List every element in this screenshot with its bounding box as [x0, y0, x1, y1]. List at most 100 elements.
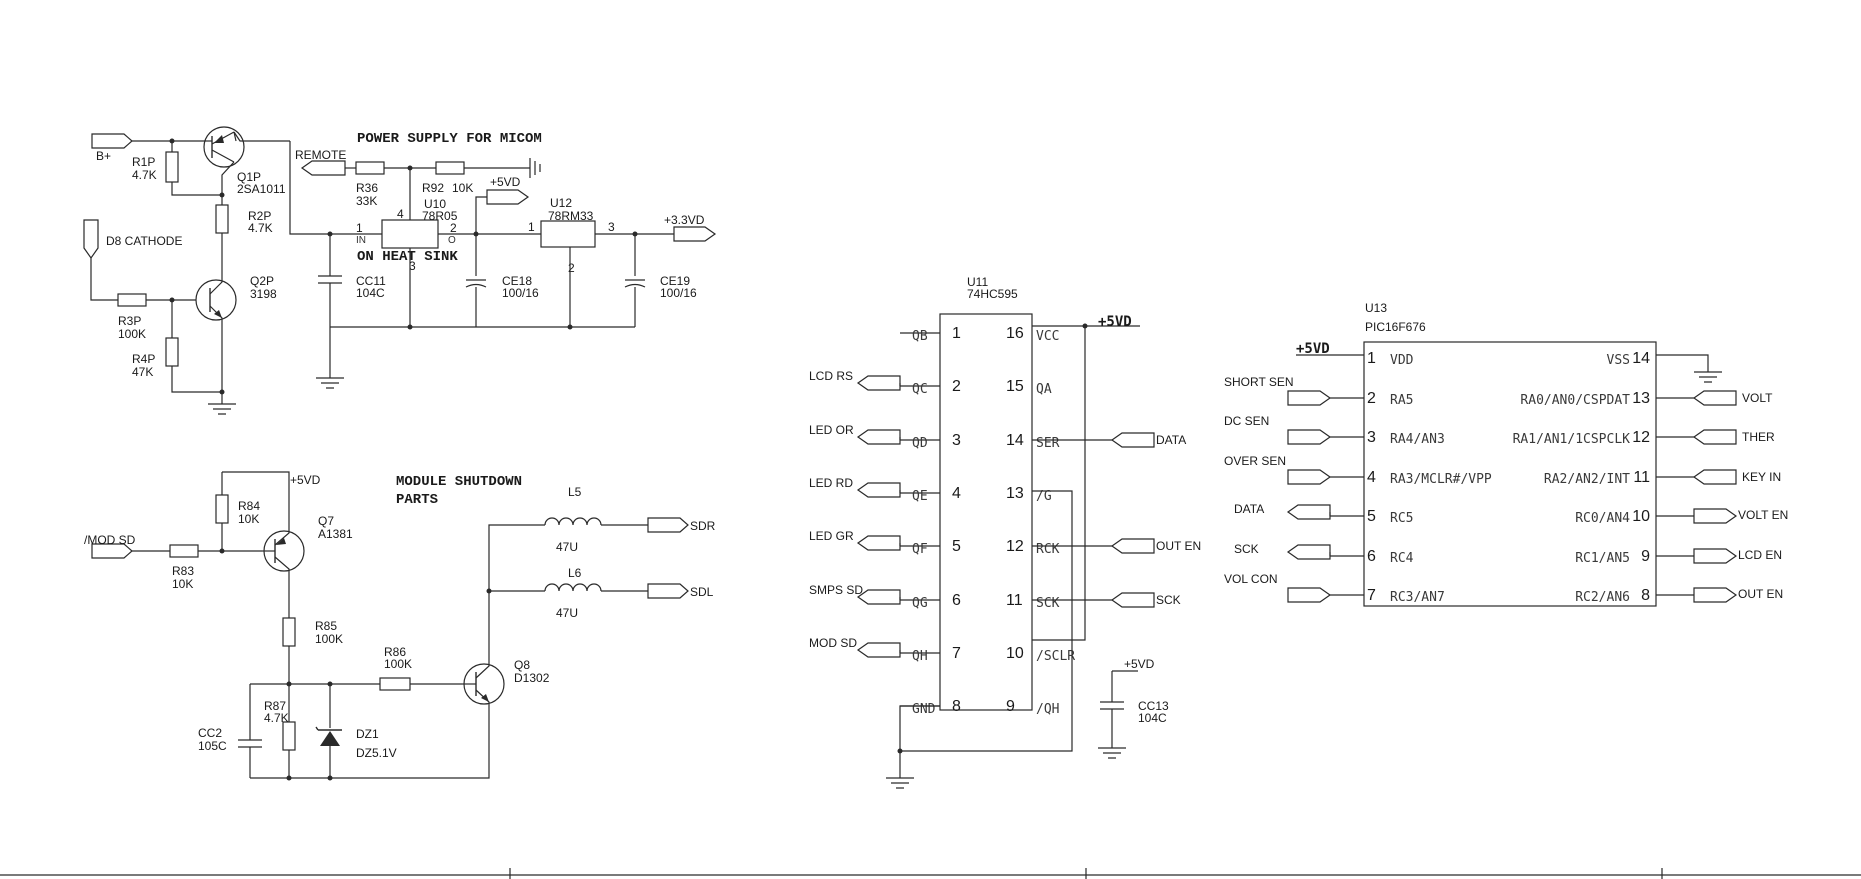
- u13-net-label: OUT EN: [1738, 587, 1783, 601]
- u11-pin-name: QG: [912, 596, 928, 611]
- zener-dz1: [320, 731, 340, 746]
- u10-value: 78R05: [422, 209, 458, 223]
- u11-pin-number: 8: [952, 698, 961, 715]
- u13-pin-name: RA1/AN1/1CSPCLK: [1513, 432, 1631, 447]
- u13-net-port: [1287, 469, 1332, 485]
- v5-top-port: [486, 189, 530, 205]
- u11-net-label: LCD RS: [809, 369, 853, 383]
- module-shutdown-section: MODULE SHUTDOWN PARTS +5VD R84 10K /MOD …: [84, 471, 716, 781]
- u13-net-port: [1692, 429, 1737, 445]
- r87-ref: R87: [264, 699, 286, 713]
- r4p-value: 47K: [132, 365, 153, 379]
- u13-pin-number: 6: [1367, 548, 1376, 565]
- u11-pin-name: VCC: [1036, 329, 1059, 344]
- u11-pin-number: 3: [952, 432, 961, 449]
- d8-cathode-label: D8 CATHODE: [106, 234, 182, 248]
- u13-pin-number: 9: [1641, 548, 1650, 565]
- v33-label: +3.3VD: [664, 213, 705, 227]
- u11-pin-number: 4: [952, 485, 961, 502]
- u11-pin-number: 13: [1006, 485, 1024, 502]
- resistor-r4p: [165, 337, 179, 367]
- resistor-r85: [282, 617, 296, 647]
- ground-symbol-ps: [316, 327, 344, 389]
- u13-pin-number: 2: [1367, 390, 1376, 407]
- r85-value: 100K: [315, 632, 343, 646]
- u13-net-label: VOLT EN: [1738, 508, 1788, 522]
- transistor-q8: [462, 591, 505, 732]
- q2p-value: 3198: [250, 287, 277, 301]
- u13-pin-name: RC1/AN5: [1575, 551, 1630, 566]
- u13-net-label: OVER SEN: [1224, 454, 1286, 468]
- resistor-r83: [169, 544, 199, 558]
- resistor-r2p: [215, 204, 229, 234]
- ground-symbol: [208, 392, 236, 415]
- r85-ref: R85: [315, 619, 337, 633]
- u11-pin-number: 6: [952, 592, 961, 609]
- ce19-value: 100/16: [660, 286, 697, 300]
- u13-pin-name: RC2/AN6: [1575, 590, 1630, 605]
- remote-label: REMOTE: [295, 148, 346, 162]
- u11-net-port: [856, 482, 901, 498]
- bplus-port: B+: [91, 133, 133, 163]
- u13-vdd-label: +5VD: [1296, 341, 1330, 357]
- u13-pin-number: 8: [1641, 587, 1650, 604]
- u13-pin-number: 12: [1632, 429, 1650, 446]
- q7-supply-label: +5VD: [290, 473, 321, 487]
- u11-net-port: [856, 375, 901, 391]
- u11-net-port: [856, 642, 901, 658]
- v5-top-label: +5VD: [490, 175, 521, 189]
- u11-net-port: [1110, 592, 1155, 608]
- u13-net-label: SHORT SEN: [1224, 375, 1294, 389]
- q1p-value: 2SA1011: [237, 182, 286, 196]
- u13-pin-number: 3: [1367, 429, 1376, 446]
- u13-pin-number: 4: [1367, 469, 1376, 486]
- u13-net-label: SCK: [1234, 542, 1259, 556]
- drawing-frame: [0, 868, 1861, 879]
- inductor-l6: [544, 583, 602, 592]
- u11-net-port: [856, 429, 901, 445]
- u11-net-port: [856, 589, 901, 605]
- u13-net-port: [1287, 390, 1332, 406]
- r2p-value: 4.7K: [248, 221, 273, 235]
- cc13-ref: CC13: [1138, 699, 1169, 713]
- cap-ce19: [624, 279, 646, 288]
- mod-sd-in-label: /MOD SD: [84, 533, 136, 547]
- u11-net-label: DATA: [1156, 433, 1186, 447]
- cc13-supply-label: +5VD: [1124, 657, 1155, 671]
- u11-ref: U11: [967, 275, 988, 289]
- u13-net-label: DATA: [1234, 502, 1264, 516]
- u13-net-port: [1692, 390, 1737, 406]
- dz1-value: DZ5.1V: [356, 746, 397, 760]
- u13-net-port: [1693, 548, 1738, 564]
- u13-pin-number: 14: [1632, 350, 1650, 367]
- u11-pin-name: /SCLR: [1036, 649, 1075, 664]
- u13-pin-name: VSS: [1607, 353, 1630, 368]
- u11-pin-name: QF: [912, 542, 928, 557]
- u13-net-label: KEY IN: [1742, 470, 1781, 484]
- r3p-ref: R3P: [118, 314, 141, 328]
- cc13-value: 104C: [1138, 711, 1167, 725]
- dz1-ref: DZ1: [356, 727, 379, 741]
- sdl-port: [647, 583, 689, 599]
- u13-net-port: [1287, 429, 1332, 445]
- u12-ref: U12: [550, 196, 572, 210]
- ce18-ref: CE18: [502, 274, 532, 288]
- u11-net-port: [1110, 538, 1155, 554]
- u11-value: 74HC595: [967, 287, 1018, 301]
- u10-ref: U10: [424, 197, 446, 211]
- cc2-value: 105C: [198, 739, 227, 753]
- r83-ref: R83: [172, 564, 194, 578]
- u11-pin-name: QH: [912, 649, 928, 664]
- u10-pin1: 1: [356, 221, 363, 235]
- u13-net-port: [1693, 508, 1738, 524]
- u11-pin-name: SCK: [1036, 596, 1060, 611]
- u13-net-port: [1287, 587, 1332, 603]
- u10-pin3: 3: [409, 259, 416, 273]
- u11-pin-number: 2: [952, 378, 961, 395]
- l5-value: 47U: [556, 540, 578, 554]
- u13-pin-number: 1: [1367, 350, 1376, 367]
- u10-pin4: 4: [397, 207, 404, 221]
- u11-pin-number: 5: [952, 538, 961, 555]
- u13-net-port: [1286, 504, 1331, 520]
